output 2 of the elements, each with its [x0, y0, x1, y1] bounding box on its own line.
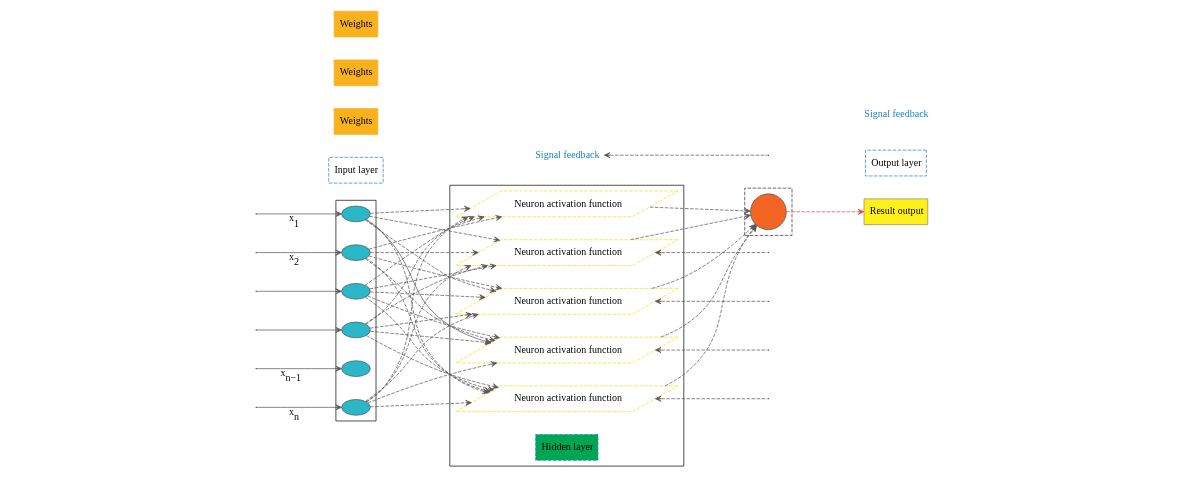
node-text: Signal feedback — [534, 148, 600, 160]
label: Signal feedback — [863, 107, 929, 119]
